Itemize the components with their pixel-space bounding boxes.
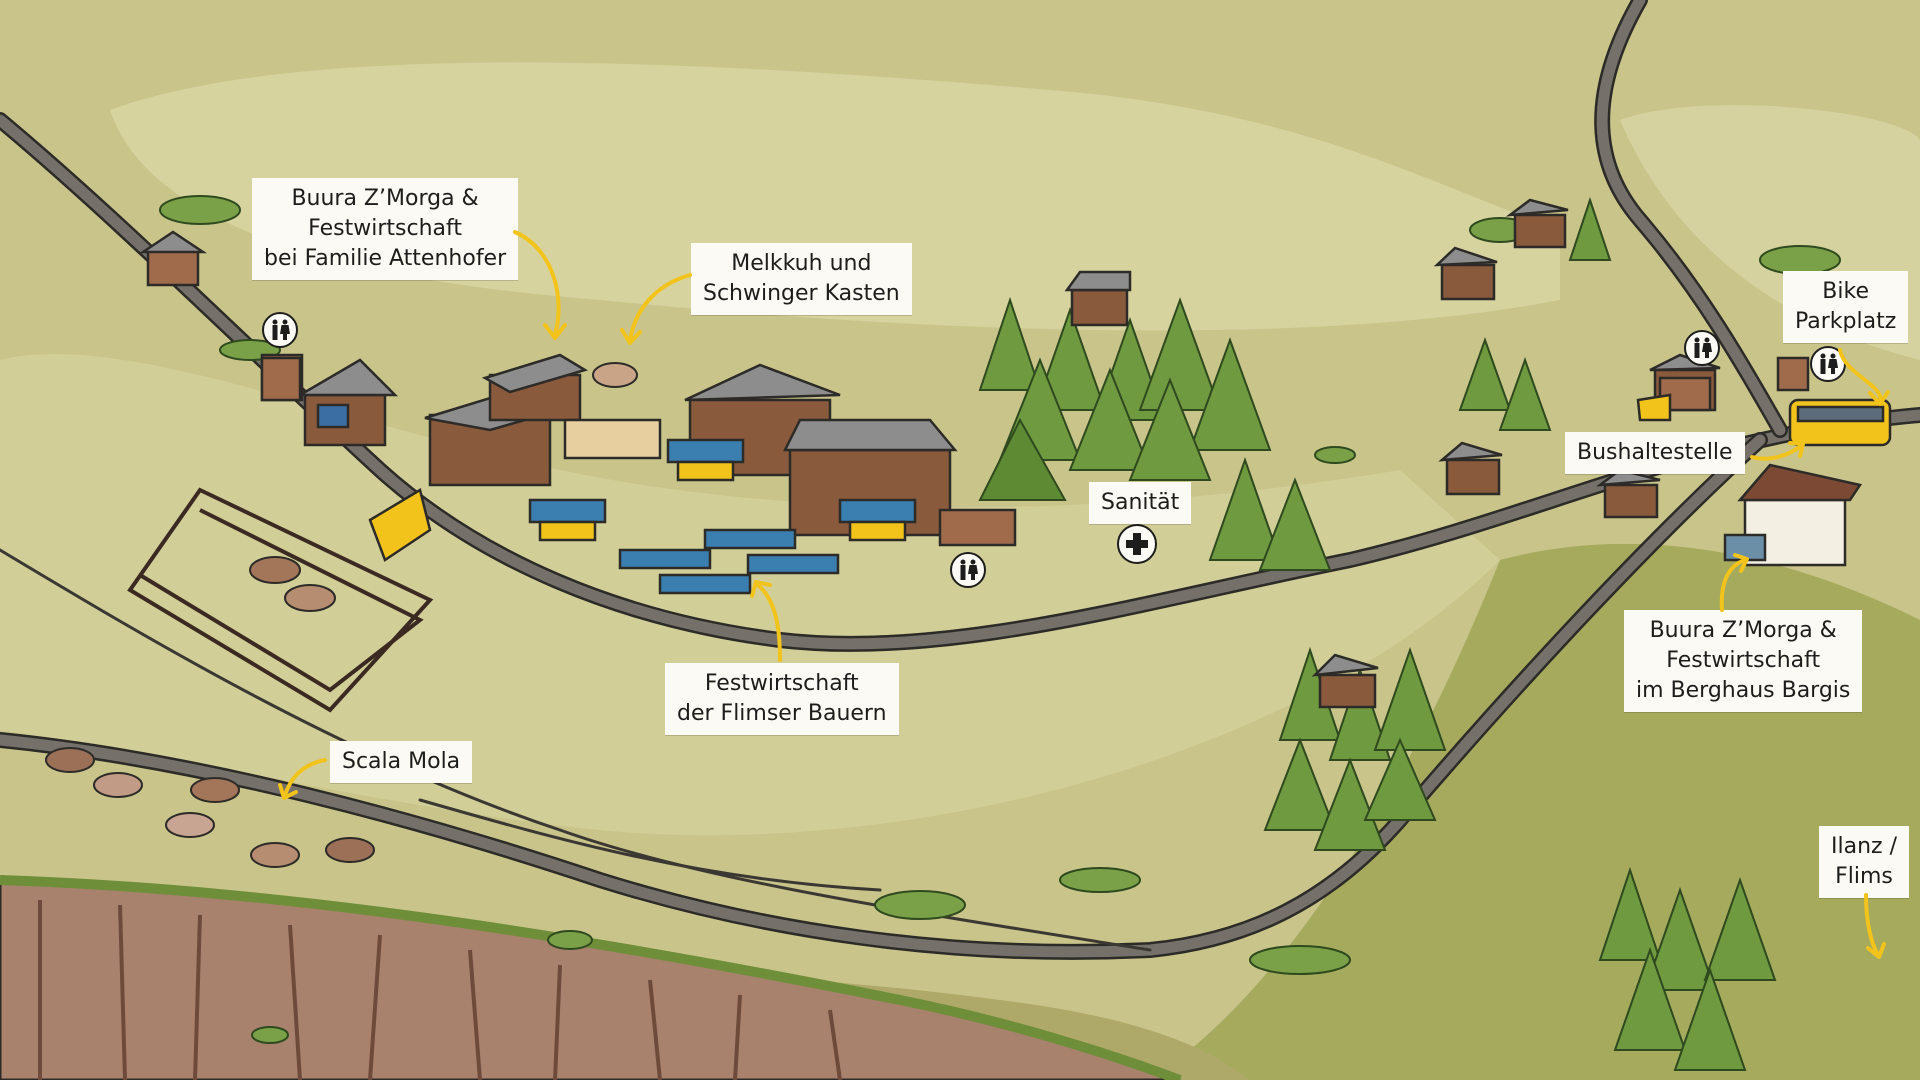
toilet-icon bbox=[1684, 330, 1720, 366]
label-ilanz-flims: Ilanz / Flims bbox=[1819, 826, 1909, 898]
label-bike-parkplatz: Bike Parkplatz bbox=[1783, 271, 1909, 343]
cows bbox=[45, 362, 638, 868]
label-berghaus-line-2: Festwirtschaft bbox=[1666, 648, 1821, 673]
label-scala-mola-text: Scala Mola bbox=[342, 749, 461, 774]
label-melkkuh: Melkkuh und Schwinger Kasten bbox=[691, 243, 912, 315]
label-berghaus: Buura Z’Morga & Festwirtschaft im Bergha… bbox=[1624, 610, 1863, 712]
label-scala-mola: Scala Mola bbox=[330, 741, 473, 783]
label-attenhofer-line-3: bei Familie Attenhofer bbox=[264, 246, 507, 271]
label-ilanz-line-2: Flims bbox=[1835, 864, 1893, 889]
label-berghaus-line-3: im Berghaus Bargis bbox=[1636, 678, 1851, 703]
label-melkkuh-line-2: Schwinger Kasten bbox=[703, 281, 900, 306]
first-aid-cross-icon bbox=[1117, 524, 1157, 564]
cow-fence bbox=[127, 487, 434, 713]
label-berghaus-line-1: Buura Z’Morga & bbox=[1649, 618, 1837, 643]
label-sanitaet-text: Sanität bbox=[1101, 490, 1180, 515]
buildings bbox=[138, 198, 1892, 709]
label-attenhofer-line-1: Buura Z’Morga & bbox=[291, 186, 479, 211]
toilet-icon bbox=[1810, 346, 1846, 382]
toilet-icon bbox=[950, 552, 986, 588]
forest bbox=[978, 196, 1777, 1071]
label-festwirtschaft-bauern: Festwirtschaft der Flimser Bauern bbox=[665, 663, 899, 735]
label-bauern-line-2: der Flimser Bauern bbox=[677, 701, 887, 726]
label-ilanz-line-1: Ilanz / bbox=[1831, 834, 1897, 859]
toilet-icon bbox=[262, 312, 298, 348]
label-attenhofer: Buura Z’Morga & Festwirtschaft bei Famil… bbox=[252, 178, 519, 280]
label-bushaltestelle-text: Bushaltestelle bbox=[1577, 440, 1733, 465]
label-melkkuh-line-1: Melkkuh und bbox=[731, 251, 872, 276]
label-bauern-line-1: Festwirtschaft bbox=[704, 671, 859, 696]
cliff bbox=[0, 875, 1182, 1080]
label-attenhofer-line-2: Festwirtschaft bbox=[308, 216, 462, 241]
label-bushaltestelle: Bushaltestelle bbox=[1565, 432, 1745, 474]
label-bike-line-2: Parkplatz bbox=[1795, 309, 1897, 334]
label-sanitaet: Sanität bbox=[1089, 482, 1192, 524]
label-bike-line-1: Bike bbox=[1822, 279, 1869, 304]
